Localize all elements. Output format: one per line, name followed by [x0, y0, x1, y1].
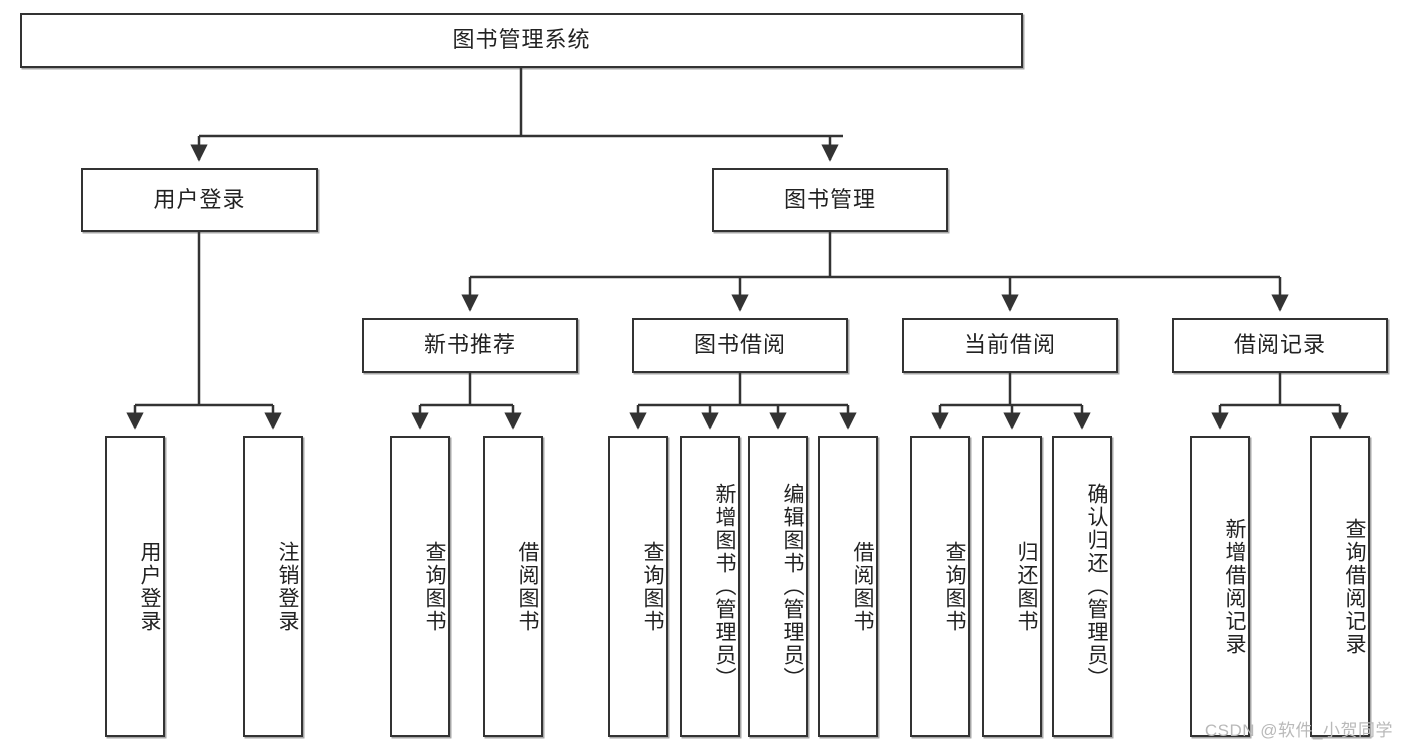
node-label: 借阅图书: [851, 540, 874, 633]
leaf-query-book-borrow[interactable]: 查询图书: [608, 436, 668, 737]
node-label: 查询借阅记录: [1343, 517, 1366, 656]
leaf-return-book[interactable]: 归还图书: [982, 436, 1042, 737]
leaf-edit-book-admin[interactable]: 编辑图书（管理员）: [748, 436, 808, 737]
node-label: 查询图书: [641, 540, 664, 633]
node-label: 新书推荐: [423, 332, 516, 358]
node-label: 查询图书: [423, 540, 446, 633]
leaf-add-borrow-record[interactable]: 新增借阅记录: [1190, 436, 1250, 737]
node-label: 新增借阅记录: [1223, 517, 1246, 656]
leaf-query-book-current[interactable]: 查询图书: [910, 436, 970, 737]
node-label: 当前借阅: [963, 332, 1056, 358]
node-label: 用户登录: [153, 186, 246, 212]
node-label: 图书借阅: [693, 332, 786, 358]
node-book-borrow[interactable]: 图书借阅: [632, 318, 848, 373]
node-label: 确认归还（管理员）: [1085, 483, 1108, 690]
csdn-watermark: CSDN @软件_小贺同学: [1204, 721, 1393, 740]
leaf-query-borrow-record[interactable]: 查询借阅记录: [1310, 436, 1370, 737]
node-current-borrow[interactable]: 当前借阅: [902, 318, 1118, 373]
leaf-query-book-recommend[interactable]: 查询图书: [390, 436, 450, 737]
node-label: 图书管理系统: [452, 27, 591, 53]
leaf-confirm-return-admin[interactable]: 确认归还（管理员）: [1052, 436, 1112, 737]
node-label: 归还图书: [1015, 540, 1038, 633]
node-label: 查询图书: [943, 540, 966, 633]
leaf-user-login[interactable]: 用户登录: [105, 436, 165, 737]
node-label: 借阅图书: [516, 540, 539, 633]
node-label: 注销登录: [276, 540, 299, 633]
node-label: 新增图书（管理员）: [713, 483, 736, 690]
node-borrow-record[interactable]: 借阅记录: [1172, 318, 1388, 373]
node-label: 编辑图书（管理员）: [781, 483, 804, 690]
node-root-system[interactable]: 图书管理系统: [20, 13, 1023, 68]
node-label: 图书管理: [783, 186, 876, 212]
node-user-login[interactable]: 用户登录: [81, 168, 318, 232]
node-label: 用户登录: [138, 540, 161, 633]
leaf-borrow-book[interactable]: 借阅图书: [818, 436, 878, 737]
node-book-management[interactable]: 图书管理: [712, 168, 948, 232]
leaf-borrow-book-recommend[interactable]: 借阅图书: [483, 436, 543, 737]
leaf-logout[interactable]: 注销登录: [243, 436, 303, 737]
node-label: 借阅记录: [1233, 332, 1326, 358]
leaf-add-book-admin[interactable]: 新增图书（管理员）: [680, 436, 740, 737]
node-new-book-recommend[interactable]: 新书推荐: [362, 318, 578, 373]
